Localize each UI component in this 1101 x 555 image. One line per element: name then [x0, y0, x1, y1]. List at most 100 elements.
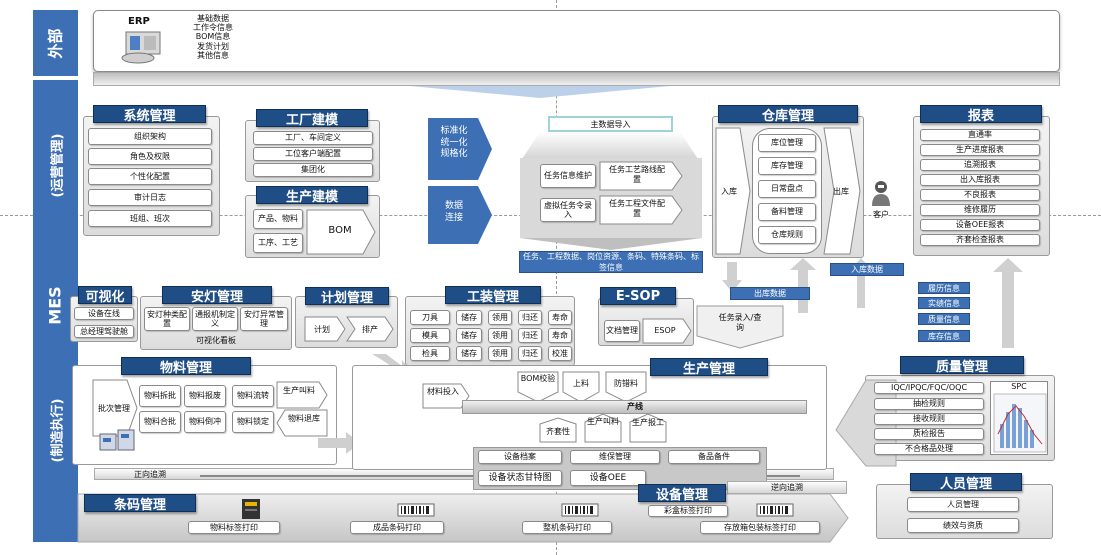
feed-label[interactable]: 材料投入	[427, 387, 459, 396]
visual-item[interactable]: 总经理驾驶舱	[74, 325, 134, 338]
material-return-label[interactable]: 物料退库	[288, 414, 320, 423]
report-item[interactable]: 追溯报表	[920, 159, 1040, 171]
equipment-oee[interactable]: 设备OEE	[570, 470, 646, 486]
factory-model-item[interactable]: 工位客户端配置	[253, 147, 373, 161]
barcode-item[interactable]: 物料标签打印	[188, 521, 280, 534]
production-call-label[interactable]: 生产叫料	[587, 417, 619, 426]
route-config-label[interactable]: 任务工艺路线配置	[609, 165, 665, 184]
tooling-step[interactable]: 领用	[488, 346, 512, 361]
report-item[interactable]: 出入库报表	[920, 174, 1040, 186]
bom-check-label[interactable]: BOM校验	[520, 374, 556, 383]
material-item[interactable]: 物料倒冲	[184, 411, 226, 433]
report-item[interactable]: 生产进度报表	[920, 144, 1040, 156]
tooling-header: 工装管理	[445, 286, 541, 305]
plan-item[interactable]: 计划	[314, 325, 330, 334]
loading-label[interactable]: 上料	[573, 379, 589, 388]
system-mgmt-item[interactable]: 组织架构	[88, 128, 212, 145]
barcode-color-label[interactable]: 彩盒标签打印	[648, 505, 728, 517]
kitting-label[interactable]: 齐套性	[546, 427, 570, 436]
report-item[interactable]: 齐套检查报表	[920, 234, 1040, 246]
system-mgmt-item[interactable]: 个性化配置	[88, 168, 212, 185]
factory-model-item[interactable]: 工厂、车间定义	[253, 131, 373, 145]
system-mgmt-item[interactable]: 班组、班次	[88, 210, 212, 227]
warehouse-item[interactable]: 库位管理	[758, 134, 816, 152]
loading-shape	[562, 371, 600, 403]
esop-label[interactable]: ESOP	[654, 326, 676, 335]
andon-item[interactable]: 通报机制定义	[192, 307, 238, 331]
batch-label[interactable]: 批次管理	[98, 404, 130, 413]
report-work-label[interactable]: 生产报工	[632, 418, 664, 427]
personnel-item[interactable]: 人员管理	[907, 497, 1019, 512]
equipment-item[interactable]: 维保管理	[570, 450, 660, 464]
quality-item[interactable]: 不合格品处理	[874, 443, 984, 455]
bom-check-shape	[517, 371, 559, 403]
master-data-import[interactable]: 主数据导入	[548, 116, 673, 132]
erp-item: BOM信息	[195, 32, 231, 42]
warehouse-in-shape	[715, 127, 751, 255]
tooling-step[interactable]: 储存	[456, 310, 482, 325]
plan-item[interactable]: 排产	[362, 325, 378, 334]
warehouse-item[interactable]: 备料管理	[758, 203, 816, 221]
visual-header: 可视化	[78, 286, 132, 305]
report-item[interactable]: 直通率	[920, 129, 1040, 141]
tooling-step[interactable]: 归还	[518, 346, 542, 361]
quality-header: 质量管理	[900, 356, 1024, 375]
tooling-type[interactable]: 检具	[410, 346, 450, 361]
warehouse-item[interactable]: 库存管理	[758, 157, 816, 175]
quality-info-tag: 履历信息	[918, 282, 970, 294]
equipment-gantt[interactable]: 设备状态甘特图	[478, 470, 562, 486]
esop-doc[interactable]: 文档管理	[604, 320, 640, 342]
tooling-step[interactable]: 归还	[518, 310, 542, 325]
personnel-item[interactable]: 绩效与资质	[907, 518, 1019, 533]
report-item[interactable]: 不良报表	[920, 189, 1040, 201]
andon-item[interactable]: 安灯种类配置	[144, 307, 190, 331]
tooling-step[interactable]: 领用	[488, 328, 512, 343]
warehouse-item[interactable]: 日常盘点	[758, 180, 816, 198]
esop-header: E-SOP	[600, 287, 676, 305]
andon-board[interactable]: 可视化看板	[196, 336, 236, 346]
standardize-arrow	[428, 118, 492, 180]
master-data-down-arrow	[520, 238, 702, 250]
factory-model-item[interactable]: 集团化	[253, 163, 373, 177]
quality-item[interactable]: IQC/IPQC/FQC/OQC	[874, 382, 984, 394]
quality-item[interactable]: 接收规则	[874, 413, 984, 425]
production-model-item[interactable]: 产品、物料	[253, 209, 303, 229]
tooling-step[interactable]: 领用	[488, 310, 512, 325]
barcode-item[interactable]: 整机条码打印	[522, 521, 612, 534]
barcode-item[interactable]: 存放箱包装标签打印	[700, 521, 820, 534]
guide-line-vertical	[556, 0, 557, 555]
warehouse-item[interactable]: 仓库规则	[758, 226, 816, 244]
material-item[interactable]: 物料拆批	[139, 385, 181, 407]
visual-item[interactable]: 设备在线	[74, 307, 134, 320]
material-item[interactable]: 物料流转	[232, 385, 274, 407]
anti-error-label[interactable]: 防错料	[614, 379, 638, 388]
tooling-step[interactable]: 校准	[548, 346, 572, 361]
tooling-type[interactable]: 模具	[410, 328, 450, 343]
equipment-item[interactable]: 备品备件	[668, 450, 760, 464]
tooling-step[interactable]: 寿命	[548, 310, 572, 325]
report-item[interactable]: 维修履历	[920, 204, 1040, 216]
quality-item[interactable]: 抽检规则	[874, 398, 984, 410]
task-query-label[interactable]: 任务录入/查询	[718, 313, 762, 333]
system-mgmt-item[interactable]: 角色及权限	[88, 148, 212, 165]
andon-item[interactable]: 安灯异常管理	[240, 307, 288, 331]
material-item[interactable]: 物料锁定	[232, 411, 274, 433]
erp-shelf	[93, 72, 1060, 86]
material-item[interactable]: 物料合批	[139, 411, 181, 433]
report-item[interactable]: 设备OEE报表	[920, 219, 1040, 231]
tooling-step[interactable]: 储存	[456, 346, 482, 361]
material-item[interactable]: 物料报废	[184, 385, 226, 407]
virtual-task-box[interactable]: 虚拟任务令录入	[540, 198, 596, 222]
quality-item[interactable]: 质检报告	[874, 428, 984, 440]
material-call-label[interactable]: 生产叫料	[283, 386, 315, 395]
barcode-item[interactable]: 成品条码打印	[350, 521, 444, 534]
tooling-type[interactable]: 刀具	[410, 310, 450, 325]
equipment-item[interactable]: 设备档案	[478, 450, 562, 464]
file-config-label[interactable]: 任务工程文件配置	[609, 199, 665, 218]
tooling-step[interactable]: 归还	[518, 328, 542, 343]
task-info-box[interactable]: 任务信息维护	[540, 164, 596, 188]
tooling-step[interactable]: 储存	[456, 328, 482, 343]
system-mgmt-item[interactable]: 审计日志	[88, 189, 212, 206]
tooling-step[interactable]: 寿命	[548, 328, 572, 343]
production-model-item[interactable]: 工序、工艺	[253, 233, 303, 253]
